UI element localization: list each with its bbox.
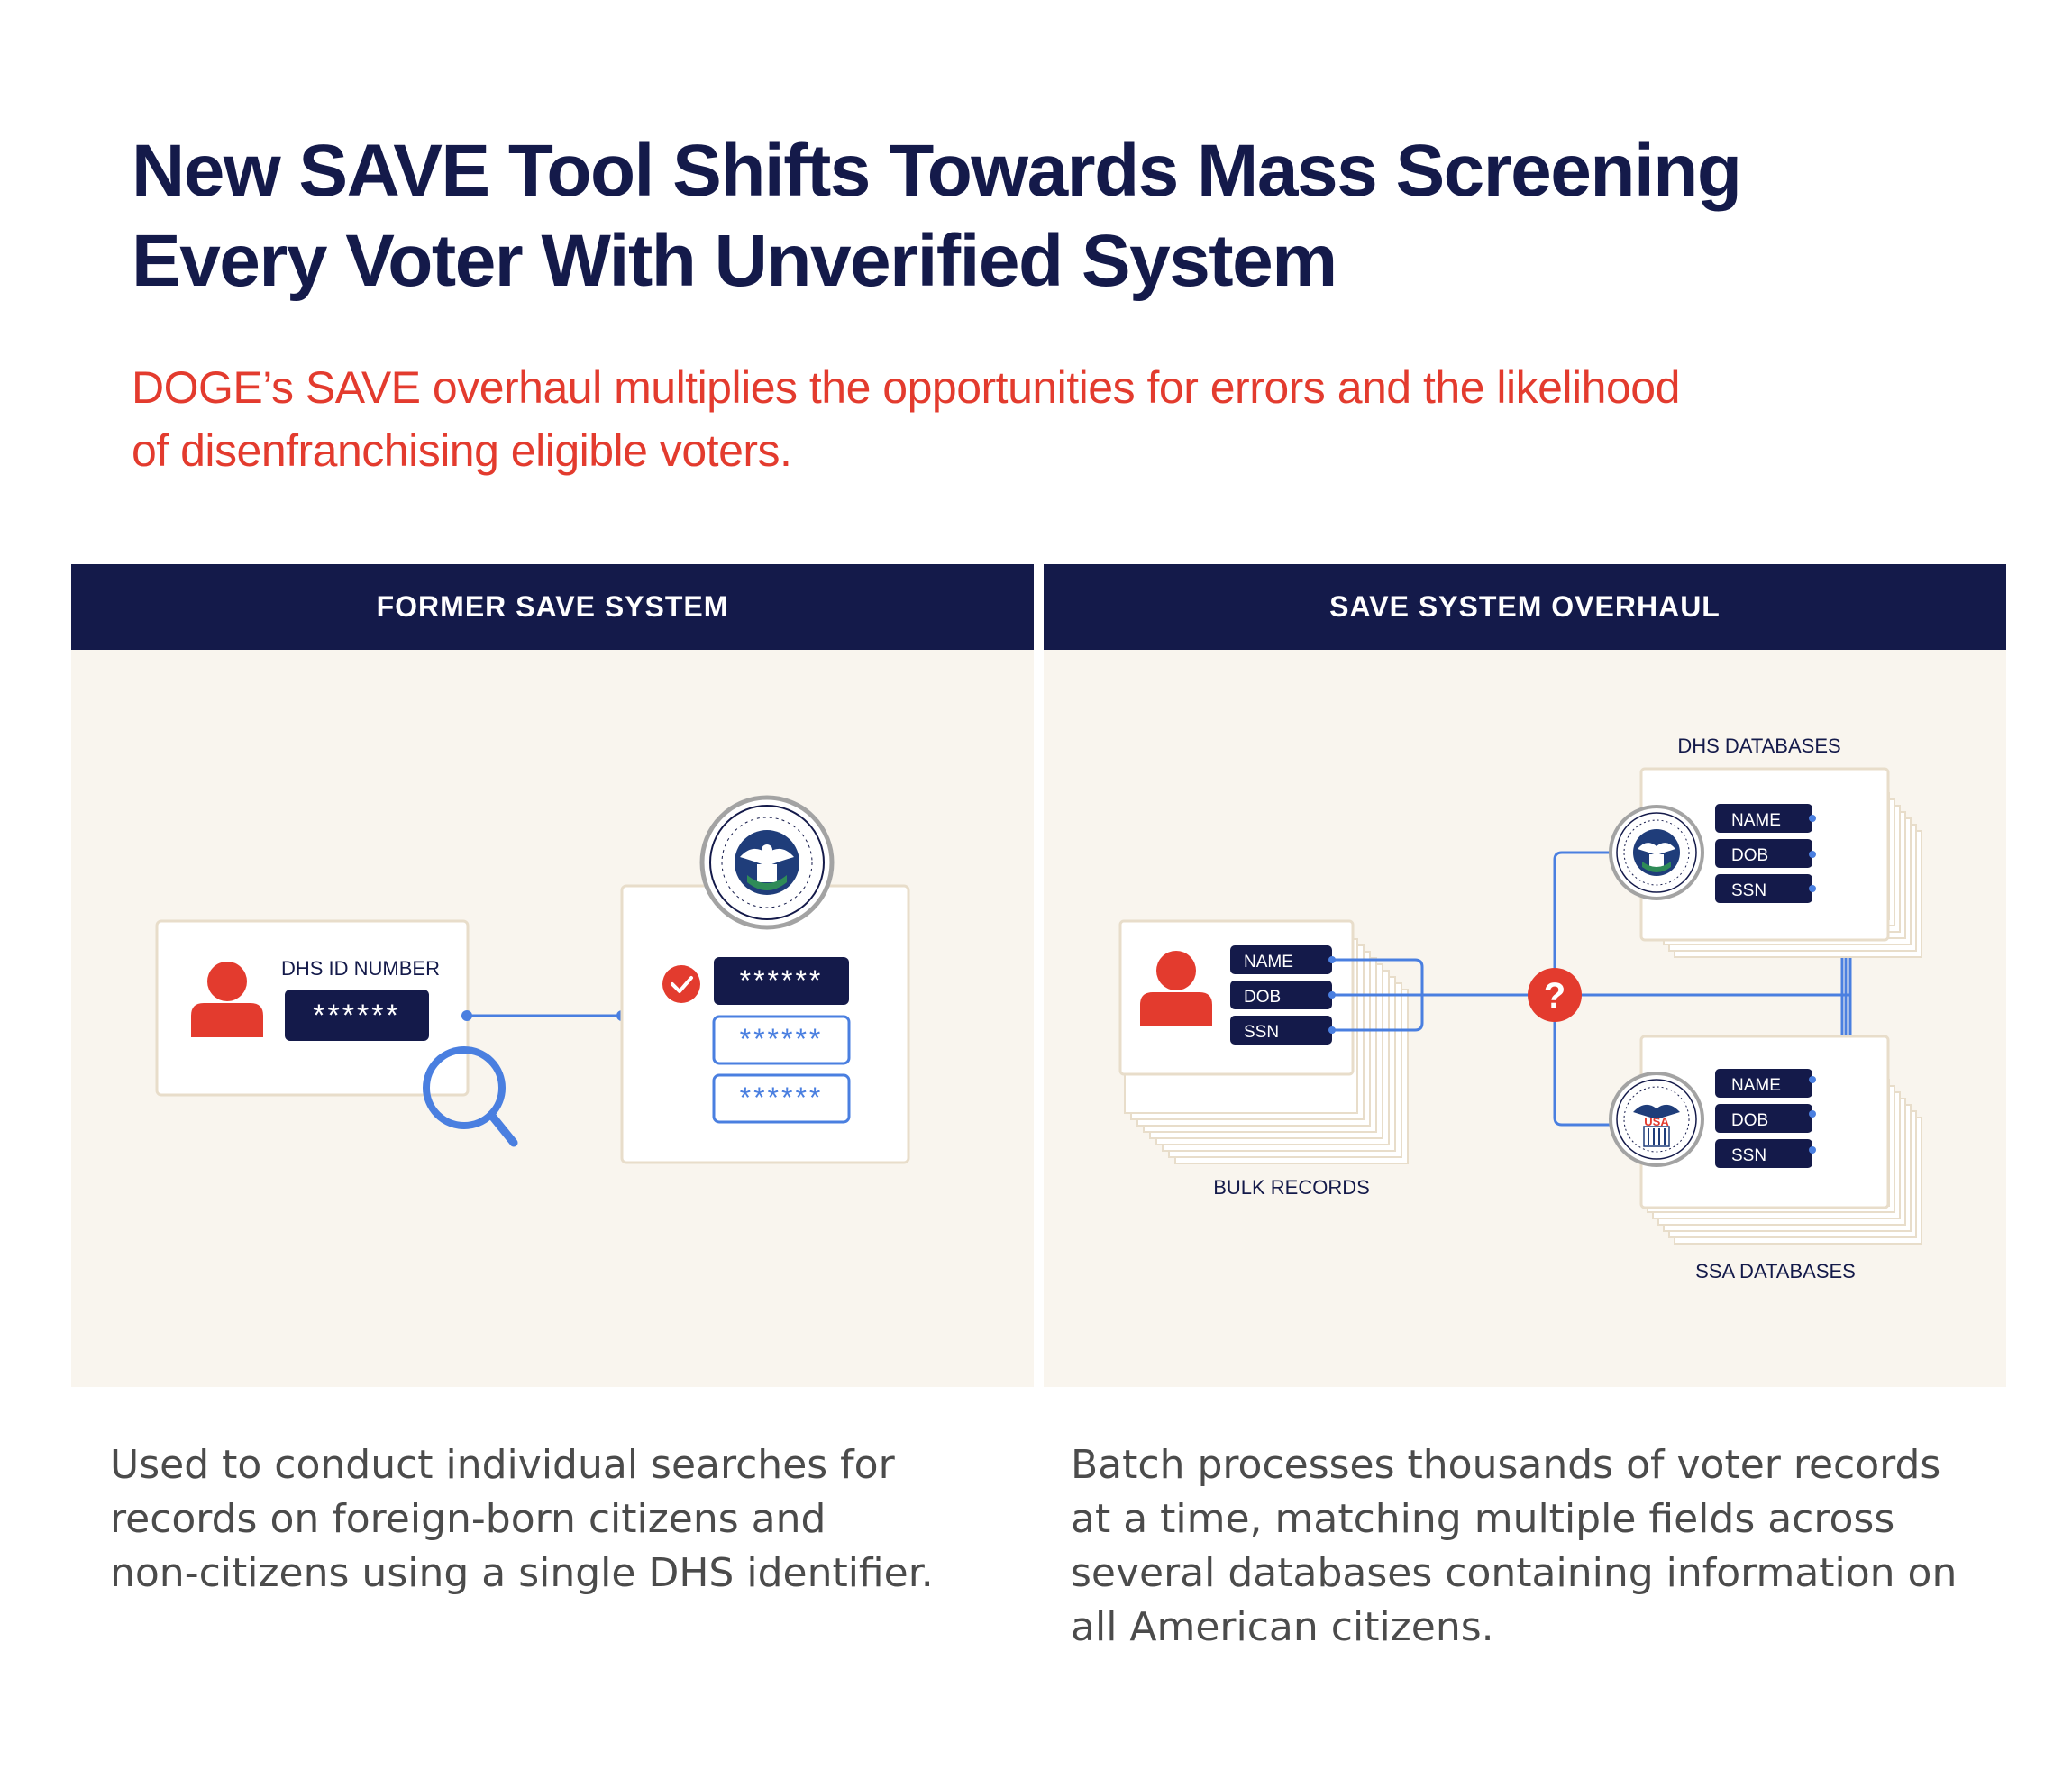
former-caption-line-3: non-citizens using a single DHS identifi… bbox=[110, 1550, 934, 1596]
overhaul-caption-line-3: several databases containing information… bbox=[1071, 1550, 1958, 1596]
dhs-field-name-label: NAME bbox=[1731, 811, 1781, 830]
dhs-databases-label: DHS DATABASES bbox=[1677, 734, 1840, 757]
check-icon bbox=[662, 965, 700, 1003]
bulk-connector-lines bbox=[1332, 958, 1850, 1032]
page-title: New SAVE Tool Shifts Towards Mass Screen… bbox=[132, 126, 1979, 306]
overhaul-caption-line-2: at a time, matching multiple fields acro… bbox=[1071, 1496, 1895, 1542]
bulk-field-name-label: NAME bbox=[1244, 953, 1293, 972]
bulk-field-dob-label: DOB bbox=[1244, 988, 1281, 1007]
overhaul-caption-line-1: Batch processes thousands of voter recor… bbox=[1071, 1442, 1941, 1488]
page-title-line-2: Every Voter With Unverified System bbox=[132, 220, 1337, 302]
dhs-database-seal-icon bbox=[1609, 805, 1704, 900]
ssa-field-name-label: NAME bbox=[1731, 1076, 1781, 1095]
page-subtitle: DOGE’s SAVE overhaul multiplies the oppo… bbox=[132, 356, 1979, 482]
former-system-header: FORMER SAVE SYSTEM bbox=[71, 564, 1034, 650]
question-mark-glyph: ? bbox=[1544, 976, 1565, 1016]
magnifier-icon bbox=[423, 1046, 518, 1147]
ssa-seal-icon: USA bbox=[1609, 1072, 1704, 1167]
dhs-id-value-box bbox=[285, 990, 429, 1041]
former-caption-line-2: records on foreign-born citizens and bbox=[110, 1496, 826, 1542]
bulk-dot-1 bbox=[1328, 956, 1336, 963]
question-mark-icon: ? bbox=[1528, 968, 1582, 1022]
dhs-field-dob bbox=[1715, 839, 1812, 868]
ssa-field-name bbox=[1715, 1069, 1812, 1098]
ssa-field-dob bbox=[1715, 1104, 1812, 1133]
bulk-field-ssn-label: SSN bbox=[1244, 1023, 1279, 1042]
ssa-seal-text: USA bbox=[1644, 1115, 1669, 1128]
ssa-dot-2 bbox=[1809, 1110, 1816, 1118]
page-title-line-1: New SAVE Tool Shifts Towards Mass Screen… bbox=[132, 130, 1742, 212]
result-row-2-value: ****** bbox=[740, 1023, 824, 1055]
bulk-records-label: BULK RECORDS bbox=[1213, 1176, 1370, 1199]
ssa-databases-label: SSA DATABASES bbox=[1695, 1260, 1856, 1282]
ssa-dot-1 bbox=[1809, 1076, 1816, 1083]
overhaul-system-caption: Batch processes thousands of voter recor… bbox=[1071, 1438, 1990, 1655]
dhs-field-name bbox=[1715, 804, 1812, 833]
dhs-dot-2 bbox=[1809, 851, 1816, 858]
ssa-dot-3 bbox=[1809, 1146, 1816, 1154]
former-caption-line-1: Used to conduct individual searches for bbox=[110, 1442, 895, 1488]
bulk-field-ssn bbox=[1230, 1016, 1332, 1045]
bulk-field-name bbox=[1230, 945, 1332, 974]
connector-dot-start bbox=[461, 1010, 472, 1021]
dhs-id-label: DHS ID NUMBER bbox=[281, 957, 440, 980]
matched-result-row bbox=[714, 957, 849, 1005]
former-system-caption: Used to conduct individual searches for … bbox=[110, 1438, 1029, 1601]
bulk-dot-2 bbox=[1328, 991, 1336, 999]
dhs-field-ssn-label: SSN bbox=[1731, 881, 1766, 900]
ssa-field-ssn-label: SSN bbox=[1731, 1146, 1766, 1165]
dhs-dot-3 bbox=[1809, 885, 1816, 892]
dhs-field-ssn bbox=[1715, 874, 1812, 903]
overhaul-system-header: SAVE SYSTEM OVERHAUL bbox=[1044, 564, 2006, 650]
ssa-field-ssn bbox=[1715, 1139, 1812, 1168]
bulk-field-dob bbox=[1230, 981, 1332, 1009]
overhaul-caption-line-4: all American citizens. bbox=[1071, 1604, 1494, 1650]
dhs-id-value: ****** bbox=[313, 999, 400, 1033]
result-row-2 bbox=[712, 1015, 851, 1065]
dhs-field-dob-label: DOB bbox=[1731, 846, 1768, 865]
ssa-field-dob-label: DOB bbox=[1731, 1111, 1768, 1130]
dhs-dot-1 bbox=[1809, 815, 1816, 822]
result-row-3 bbox=[712, 1073, 851, 1124]
bulk-dot-3 bbox=[1328, 1026, 1336, 1034]
page-subtitle-line-2: of disenfranchising eligible voters. bbox=[132, 425, 792, 476]
matched-result-value: ****** bbox=[740, 964, 824, 997]
page-subtitle-line-1: DOGE’s SAVE overhaul multiplies the oppo… bbox=[132, 362, 1680, 413]
result-row-3-value: ****** bbox=[740, 1081, 824, 1114]
dhs-seal-icon bbox=[699, 795, 835, 930]
